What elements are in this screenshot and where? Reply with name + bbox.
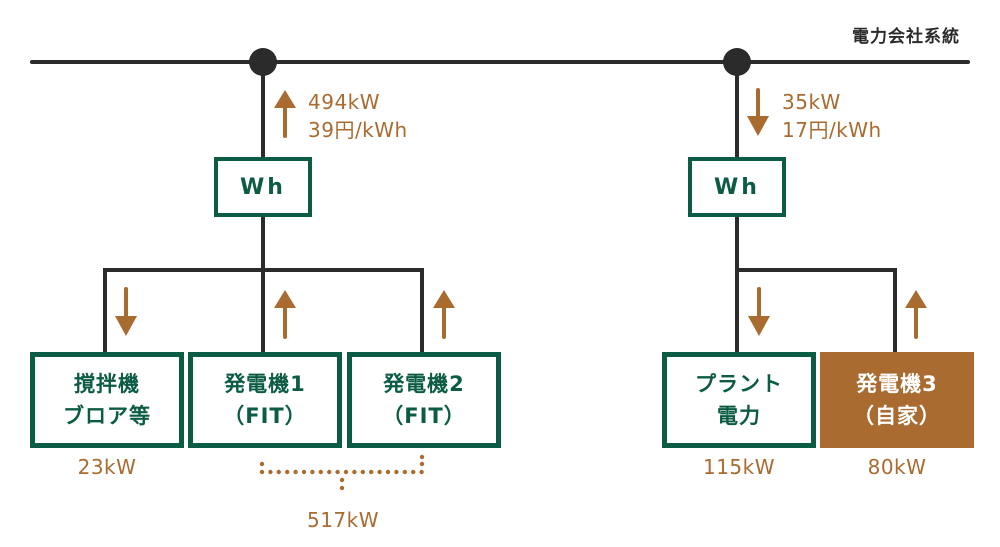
load-box-generator-2: 発電機2 （FIT） <box>347 352 501 448</box>
left-flow-price: 39円/kWh <box>308 118 408 142</box>
load-box-plant-power: プラント 電力 <box>662 352 816 448</box>
bracket-dot <box>385 469 391 475</box>
load-box-generator-3: 発電機3 （自家） <box>820 352 974 448</box>
load-value-plant-power: 115kW <box>702 455 776 479</box>
bracket-dot <box>419 469 424 475</box>
load-name-line1: 発電機1 <box>224 372 306 396</box>
load-name-line2: （FIT） <box>382 404 466 428</box>
bracket-dot <box>419 461 425 467</box>
load-name-line1: 発電機3 <box>856 372 938 396</box>
fit-total-bracket <box>259 454 425 491</box>
bracket-dot <box>352 469 357 475</box>
bracket-dot <box>419 454 425 460</box>
arrow-up-icon <box>905 290 927 339</box>
bracket-dot <box>343 469 349 475</box>
load-box-mixer-blower: 撹拌機 ブロア等 <box>30 352 184 448</box>
bracket-dot <box>259 469 265 475</box>
right-branch-bar <box>737 268 897 352</box>
right-flow-info: 35kW 17円/kWh <box>782 88 882 144</box>
left-branch-bar <box>103 268 424 352</box>
load-name-line1: プラント <box>695 372 783 396</box>
bracket-dot <box>318 469 323 475</box>
left-wh-meter: Wh <box>214 157 312 217</box>
bracket-dot <box>339 477 345 483</box>
load-name-line1: 発電機2 <box>383 372 465 396</box>
load-name-line1: 撹拌機 <box>74 372 140 396</box>
bracket-dot <box>369 469 374 475</box>
right-flow-price: 17円/kWh <box>782 118 882 142</box>
arrow-down-icon <box>747 88 769 136</box>
load-box-generator-1: 発電機1 （FIT） <box>188 352 342 448</box>
grid-label: 電力会社系統 <box>852 27 960 47</box>
left-flow-info: 494kW 39円/kWh <box>308 88 408 144</box>
bracket-dot <box>339 485 345 491</box>
load-value-generator-3: 80kW <box>867 455 927 479</box>
fit-total-value: 517kW <box>306 508 380 532</box>
arrow-down-icon <box>115 287 137 336</box>
arrow-up-icon <box>274 90 296 138</box>
right-flow-power: 35kW <box>782 90 841 114</box>
arrow-up-icon <box>274 290 296 339</box>
bracket-dot <box>276 469 281 475</box>
arrow-down-icon <box>748 287 770 336</box>
bracket-dot <box>268 469 273 475</box>
bracket-dot <box>301 469 307 475</box>
load-name-line2: （自家） <box>853 404 941 428</box>
bracket-dot <box>411 469 416 475</box>
bracket-dot <box>293 469 298 475</box>
load-name-line2: （FIT） <box>223 404 307 428</box>
load-value-mixer-blower: 23kW <box>77 455 137 479</box>
right-wh-meter: Wh <box>688 157 786 217</box>
bracket-dot <box>394 469 399 475</box>
bracket-dot <box>360 469 365 475</box>
load-name-line2: ブロア等 <box>63 404 151 428</box>
arrow-up-icon <box>433 290 455 339</box>
bracket-dot <box>327 469 332 475</box>
bracket-dot <box>310 469 315 475</box>
bracket-dot <box>402 469 407 475</box>
bracket-dot <box>335 469 340 475</box>
bracket-dot <box>285 469 290 475</box>
bracket-dot <box>259 461 265 467</box>
load-name-line2: 電力 <box>717 404 761 428</box>
left-flow-power: 494kW <box>308 90 381 114</box>
bracket-dot <box>377 469 382 475</box>
